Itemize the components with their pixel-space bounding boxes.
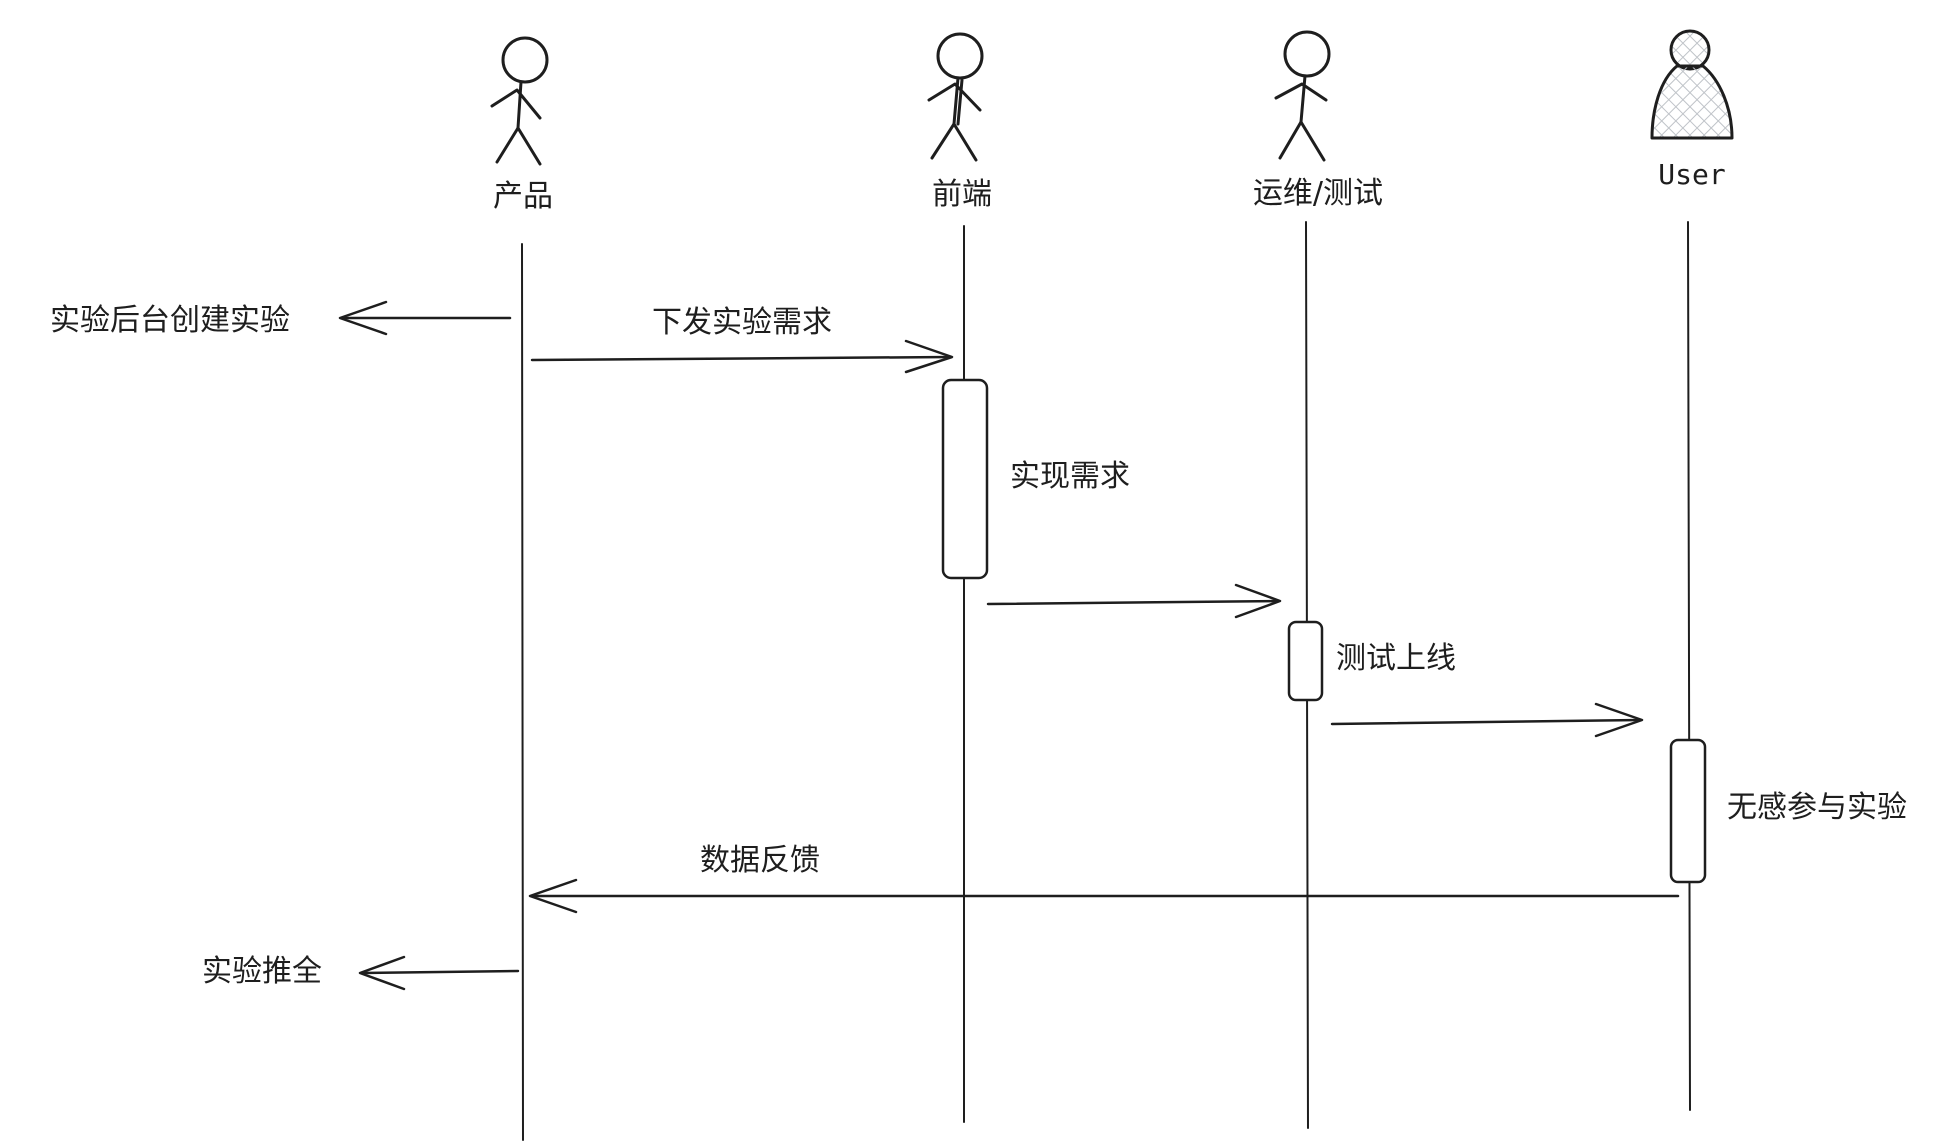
actor-label-ops: 运维/测试 <box>1253 176 1383 211</box>
lifeline-user <box>1687 221 1691 1111</box>
actor-label-user: User <box>1658 158 1725 191</box>
stick-figure-icon <box>927 32 984 162</box>
stick-figure-icon <box>1274 30 1331 162</box>
activation-label-implement: 实现需求 <box>1010 459 1130 494</box>
stick-figure-icon <box>490 36 549 166</box>
message-create-experiment: 实验后台创建实验 <box>50 300 512 338</box>
message-label-create-experiment: 实验后台创建实验 <box>50 303 290 338</box>
activation-label-join-experiment: 无感参与实验 <box>1727 790 1907 825</box>
activation-ops: 测试上线 <box>1287 620 1456 702</box>
activation-user: 无感参与实验 <box>1669 738 1907 884</box>
lifeline-product <box>521 243 524 1141</box>
message-frontend-to-ops <box>986 583 1282 619</box>
actor-product: 产品 <box>490 36 553 214</box>
message-full-rollout: 实验推全 <box>202 954 520 991</box>
actor-label-frontend: 前端 <box>932 177 992 212</box>
message-send-requirement: 下发实验需求 <box>530 305 954 374</box>
user-silhouette-icon <box>1650 29 1734 140</box>
actor-frontend: 前端 <box>927 32 992 212</box>
activation-frontend: 实现需求 <box>941 378 1130 580</box>
actor-ops: 运维/测试 <box>1253 30 1383 211</box>
message-label-data-feedback: 数据反馈 <box>700 843 820 878</box>
message-data-feedback: 数据反馈 <box>528 843 1680 914</box>
actor-user: User <box>1650 29 1734 191</box>
actor-label-product: 产品 <box>493 179 553 214</box>
message-label-send-requirement: 下发实验需求 <box>652 305 832 340</box>
activation-label-test-launch: 测试上线 <box>1336 641 1456 676</box>
message-ops-to-user <box>1330 702 1644 738</box>
message-label-full-rollout: 实验推全 <box>202 954 322 989</box>
